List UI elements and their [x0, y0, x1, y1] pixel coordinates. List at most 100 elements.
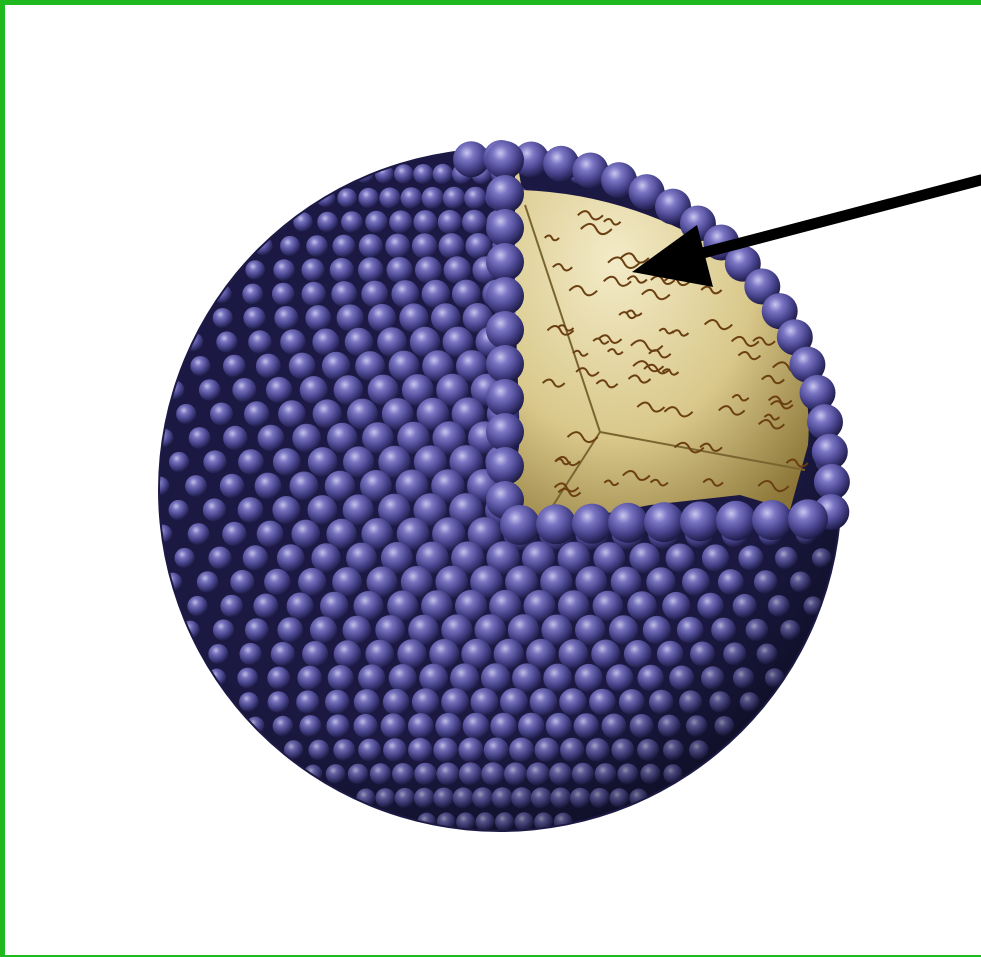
head-group-bead — [617, 763, 638, 784]
head-group-bead — [657, 641, 684, 668]
head-group-bead — [746, 619, 769, 642]
head-group-bead — [591, 640, 620, 669]
head-group-bead — [278, 400, 306, 428]
head-group-bead — [358, 257, 383, 282]
head-group-bead — [415, 257, 442, 284]
head-group-bead — [570, 788, 591, 809]
head-group-bead — [812, 548, 832, 568]
head-group-bead — [464, 187, 487, 210]
head-group-bead — [365, 640, 394, 669]
head-group-bead — [359, 234, 383, 258]
head-group-bead — [385, 234, 410, 259]
head-group-bead — [273, 259, 294, 280]
head-group-bead — [733, 667, 754, 688]
head-group-bead — [535, 738, 560, 763]
head-group-bead — [790, 572, 811, 593]
head-group-bead — [169, 500, 189, 520]
head-group-bead — [230, 570, 254, 594]
head-group-bead — [550, 788, 571, 809]
head-group-bead — [176, 404, 196, 424]
head-group-bead — [701, 666, 724, 689]
head-group-bead — [394, 164, 414, 184]
head-group-bead — [245, 260, 265, 280]
head-group-bead — [300, 715, 322, 737]
head-group-bead — [210, 403, 233, 426]
head-group-bead — [274, 306, 298, 330]
head-group-bead — [690, 642, 715, 667]
head-group-bead — [223, 426, 247, 450]
head-group-bead — [334, 640, 361, 667]
head-group-bead — [257, 521, 284, 548]
head-group-bead — [609, 615, 638, 644]
head-group-bead — [277, 544, 305, 572]
head-group-bead — [253, 594, 278, 619]
head-group-bead — [197, 571, 219, 593]
head-group-bead — [302, 282, 326, 306]
head-group-bead — [630, 714, 654, 738]
head-group-bead — [248, 330, 271, 353]
head-group-bead — [358, 739, 381, 762]
head-group-bead — [611, 739, 634, 762]
head-group-bead — [476, 812, 495, 831]
head-group-bead — [379, 187, 400, 208]
head-group-bead — [354, 714, 378, 738]
head-group-bead — [341, 211, 363, 233]
head-group-bead — [337, 188, 357, 208]
head-group-bead — [435, 713, 461, 739]
head-group-bead — [203, 498, 226, 521]
head-group-bead — [272, 496, 300, 524]
head-group-bead — [245, 618, 269, 642]
head-group-bead — [602, 714, 627, 739]
head-group-bead — [240, 643, 262, 665]
head-group-bead — [646, 567, 675, 596]
head-group-bead — [289, 353, 316, 380]
head-group-bead — [213, 308, 233, 328]
head-group-bead — [723, 642, 746, 665]
head-group-bead — [543, 664, 572, 693]
head-group-bead — [680, 501, 720, 541]
head-group-bead — [271, 642, 295, 666]
head-group-bead — [486, 379, 524, 417]
head-group-bead — [610, 788, 630, 808]
head-group-bead — [237, 668, 258, 689]
head-group-bead — [312, 329, 339, 356]
head-group-bead — [270, 213, 288, 231]
head-group-bead — [718, 569, 744, 595]
head-group-bead — [300, 376, 328, 404]
head-group-bead — [277, 617, 303, 643]
head-group-bead — [413, 164, 433, 184]
head-group-bead — [238, 449, 264, 475]
head-group-bead — [669, 666, 694, 691]
head-group-bead — [223, 355, 246, 378]
head-group-bead — [589, 689, 616, 716]
head-group-bead — [595, 763, 617, 785]
head-group-bead — [218, 261, 236, 279]
head-group-bead — [500, 688, 528, 716]
head-group-bead — [383, 689, 410, 716]
head-group-bead — [389, 664, 417, 692]
head-group-bead — [238, 497, 264, 523]
head-group-bead — [308, 495, 338, 525]
head-group-bead — [500, 505, 540, 545]
head-group-bead — [408, 713, 434, 739]
head-group-bead — [256, 354, 281, 379]
head-group-bead — [412, 688, 439, 715]
head-group-bead — [575, 664, 603, 692]
head-group-bead — [733, 594, 757, 618]
head-group-bead — [356, 789, 375, 808]
head-group-bead — [608, 503, 648, 543]
head-group-bead — [208, 644, 228, 664]
head-group-bead — [433, 164, 453, 184]
head-group-bead — [677, 617, 704, 644]
head-group-bead — [331, 281, 357, 307]
head-group-bead — [292, 424, 321, 453]
head-group-bead — [702, 544, 729, 571]
head-group-bead — [296, 690, 319, 713]
head-group-bead — [438, 210, 462, 234]
head-group-bead — [738, 546, 763, 571]
head-group-bead — [492, 787, 513, 808]
head-group-bead — [453, 787, 474, 808]
head-group-bead — [637, 739, 659, 761]
head-group-bead — [291, 520, 320, 549]
head-group-bead — [273, 716, 293, 736]
